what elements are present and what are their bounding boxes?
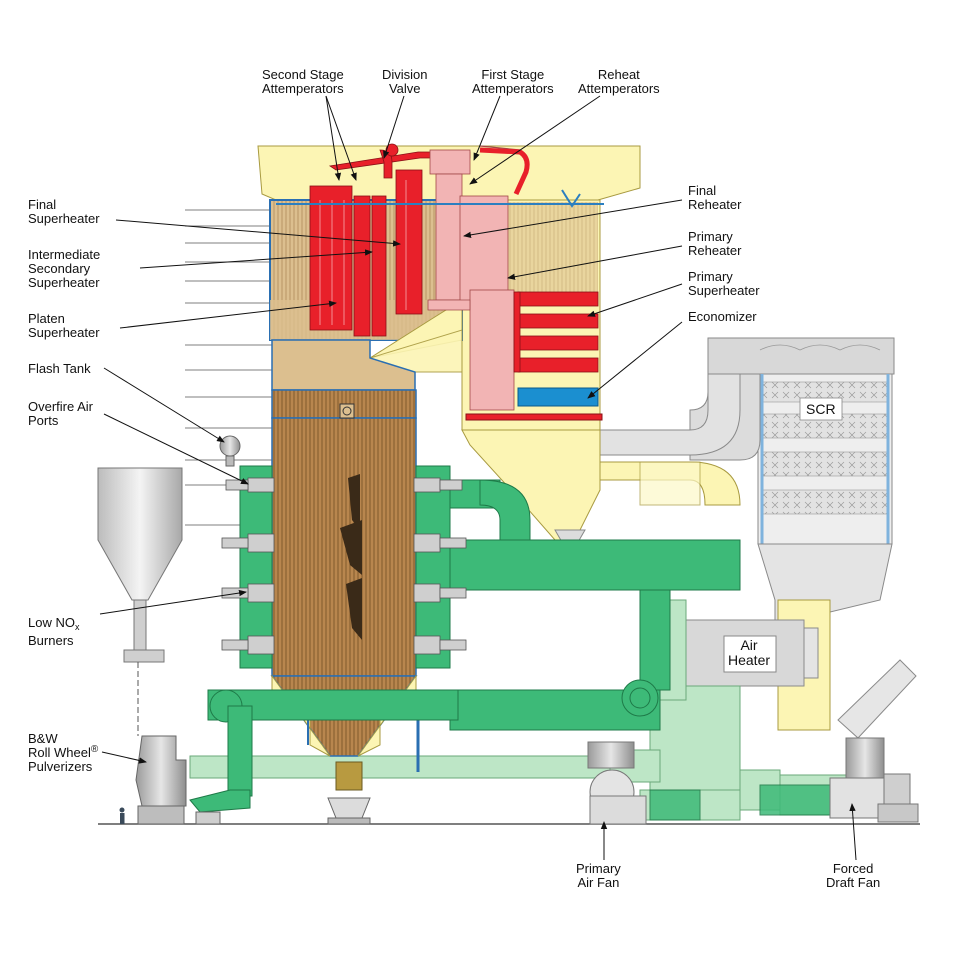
label-pulverizers: B&W Roll Wheel® Pulverizers <box>28 732 98 774</box>
label-primary-reheater: Primary Reheater <box>688 230 741 258</box>
air-heater <box>671 599 831 731</box>
label-line: Draft Fan <box>826 875 881 890</box>
label-text: Roll Wheel <box>28 745 91 760</box>
label-scr: SCR <box>806 402 836 417</box>
label-line: SCR <box>806 401 836 417</box>
label-line: Superheater <box>28 211 100 226</box>
pulverizer <box>97 467 221 825</box>
label-line: Superheater <box>28 275 100 290</box>
person-figure-icon <box>119 807 125 824</box>
label-final-superheater: Final Superheater <box>28 198 100 226</box>
label-line: Final <box>28 197 57 212</box>
label-line: Intermediate <box>28 247 101 262</box>
label-line: Overfire Air <box>28 399 94 414</box>
label-line: Primary <box>576 861 621 876</box>
primary-superheater <box>513 291 599 373</box>
label-first-stage-attemperators: First Stage Attemperators <box>472 68 554 96</box>
label-line: Attemperators <box>578 81 660 96</box>
economizer-header <box>465 413 603 421</box>
economizer <box>517 387 599 407</box>
label-line: Superheater <box>688 283 760 298</box>
label-line: Economizer <box>688 309 757 324</box>
label-line: Ports <box>28 413 59 428</box>
label-line: Forced <box>832 861 874 876</box>
label-subscript: x <box>74 622 80 632</box>
label-line: Platen <box>28 311 65 326</box>
label-flash-tank: Flash Tank <box>28 362 91 376</box>
label-line: Attemperators <box>472 81 554 96</box>
label-line: Pulverizers <box>28 759 93 774</box>
label-intermediate-secondary-superheater: Intermediate Secondary Superheater <box>28 248 100 290</box>
label-line: Valve <box>388 81 421 96</box>
sphere-tank-icon <box>219 435 241 467</box>
flue-duct-to-scr <box>579 373 761 506</box>
label-line: Second Stage <box>262 67 344 82</box>
label-primary-superheater: Primary Superheater <box>688 270 760 298</box>
label-second-stage-attemperators: Second Stage Attemperators <box>262 68 344 96</box>
label-line: Heater <box>728 652 771 668</box>
label-overfire-air-ports: Overfire Air Ports <box>28 400 93 428</box>
forced-draft-fan <box>829 737 919 823</box>
primary-air-fan <box>587 741 647 825</box>
label-line: Superheater <box>28 325 100 340</box>
label-text: Low NO <box>28 615 75 630</box>
label-line: Air Fan <box>577 875 620 890</box>
label-line: Reheater <box>688 197 742 212</box>
label-line: Division <box>382 67 428 82</box>
label-line: Air <box>740 637 758 653</box>
burners <box>221 477 467 655</box>
label-line: Secondary <box>28 261 91 276</box>
windbox <box>189 465 741 813</box>
callout-lines <box>99 95 857 861</box>
label-platen-superheater: Platen Superheater <box>28 312 100 340</box>
label-line: Final <box>688 183 717 198</box>
label-line: Reheater <box>688 243 742 258</box>
superheaters <box>309 143 471 337</box>
label-line: Low NOx <box>28 616 79 634</box>
reheaters <box>427 149 515 411</box>
label-reheat-attemperators: Reheat Attemperators <box>578 68 660 96</box>
label-line: Primary <box>688 229 733 244</box>
label-line: Reheat <box>597 67 640 82</box>
furnace <box>270 339 420 825</box>
label-primary-air-fan: Primary Air Fan <box>576 862 621 890</box>
label-line: Burners <box>28 633 74 648</box>
label-air-heater: Air Heater <box>728 638 770 668</box>
label-superscript: ® <box>90 744 99 755</box>
label-line: Primary <box>688 269 733 284</box>
reheat-line <box>479 147 530 196</box>
label-line: Flash Tank <box>28 361 91 376</box>
label-low-nox-burners: Low NOx Burners <box>28 616 79 648</box>
label-final-reheater: Final Reheater <box>688 184 741 212</box>
label-line: Roll Wheel® <box>28 744 99 760</box>
label-line: First Stage <box>481 67 545 82</box>
label-line: B&W <box>28 731 58 746</box>
label-economizer: Economizer <box>688 310 757 324</box>
water-piping <box>276 189 604 208</box>
label-forced-draft-fan: Forced Draft Fan <box>826 862 880 890</box>
superheater-tubes <box>319 180 407 325</box>
label-division-valve: Division Valve <box>382 68 428 96</box>
label-line: Attemperators <box>262 81 344 96</box>
